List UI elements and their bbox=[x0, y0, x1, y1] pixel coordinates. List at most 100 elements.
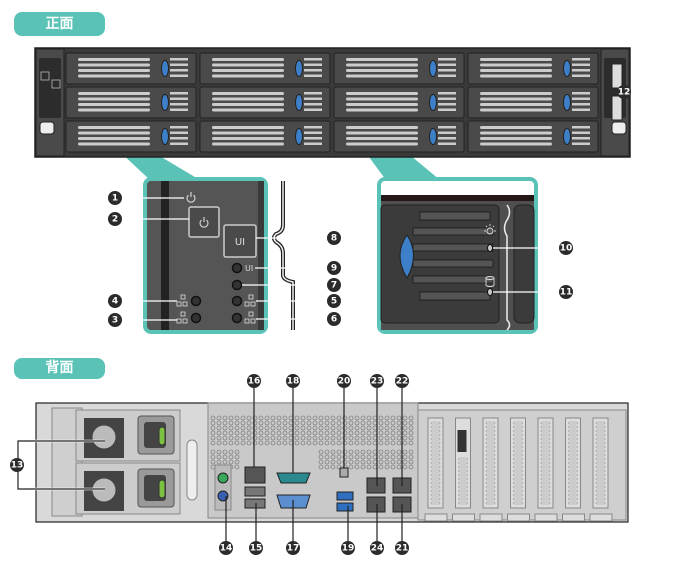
callout-number: 3 bbox=[112, 316, 118, 326]
drive-bay[interactable] bbox=[65, 52, 197, 85]
pcie-slot bbox=[534, 417, 558, 522]
drive-bay[interactable] bbox=[467, 86, 599, 119]
callout-number: 10 bbox=[560, 244, 573, 254]
callout-3: 3 bbox=[108, 313, 122, 327]
drive-latch[interactable] bbox=[563, 60, 571, 77]
power-supply[interactable] bbox=[75, 462, 181, 515]
drive-bay[interactable] bbox=[199, 120, 331, 153]
usb-port-front[interactable] bbox=[611, 63, 623, 89]
front-chassis bbox=[34, 47, 631, 158]
callout-lines bbox=[16, 91, 624, 541]
callout-15: 15 bbox=[249, 541, 263, 555]
lan-port-3[interactable] bbox=[366, 477, 386, 494]
usb3-port[interactable] bbox=[336, 491, 354, 501]
drive-latch[interactable] bbox=[161, 128, 169, 145]
management-lan-port[interactable] bbox=[244, 466, 266, 484]
vent-holes bbox=[210, 415, 414, 470]
drive-latch[interactable] bbox=[399, 234, 414, 279]
callout-number: 11 bbox=[560, 288, 573, 298]
drive-latch[interactable] bbox=[161, 94, 169, 111]
callout-21: 21 bbox=[395, 541, 409, 555]
usb3-port[interactable] bbox=[336, 502, 354, 512]
drive-bay-zoom bbox=[377, 177, 538, 334]
psu-latch[interactable] bbox=[158, 426, 166, 446]
drive-activity-icon bbox=[485, 276, 495, 287]
ui-button[interactable] bbox=[223, 224, 257, 258]
callout-number: 7 bbox=[331, 281, 337, 291]
drive-bay[interactable] bbox=[333, 52, 465, 85]
callout-4: 4 bbox=[108, 294, 122, 308]
drive-bay[interactable] bbox=[467, 52, 599, 85]
callout-7: 7 bbox=[327, 278, 341, 292]
pcie-slot bbox=[479, 417, 503, 522]
drive-bay[interactable] bbox=[467, 120, 599, 153]
callout-11: 11 bbox=[559, 285, 573, 299]
network-led-4 bbox=[231, 312, 243, 324]
callout-number: 8 bbox=[331, 234, 337, 244]
drive-latch[interactable] bbox=[429, 94, 437, 111]
rear-chassis bbox=[35, 402, 629, 523]
callout-12: 12 bbox=[617, 85, 631, 99]
drive-latch[interactable] bbox=[295, 60, 303, 77]
power-led-icon bbox=[186, 192, 196, 203]
callout-number: 18 bbox=[287, 377, 300, 387]
lan-port-4[interactable] bbox=[366, 496, 386, 513]
network-icon bbox=[176, 294, 188, 307]
usb-port-front[interactable] bbox=[611, 95, 623, 121]
fan-icon bbox=[91, 424, 117, 450]
callout-number: 20 bbox=[338, 377, 351, 387]
pcie-slot bbox=[507, 417, 530, 522]
callout-number: 13 bbox=[11, 461, 24, 471]
callout-14: 14 bbox=[219, 541, 233, 555]
callout-23: 23 bbox=[370, 374, 384, 388]
callout-number: 12 bbox=[618, 88, 631, 98]
drive-latch[interactable] bbox=[563, 128, 571, 145]
drive-latch[interactable] bbox=[295, 94, 303, 111]
network-icon bbox=[176, 311, 188, 324]
drive-latch[interactable] bbox=[429, 60, 437, 77]
drive-bay[interactable] bbox=[199, 52, 331, 85]
callout-5: 5 bbox=[327, 294, 341, 308]
drive-bay[interactable] bbox=[65, 86, 197, 119]
callout-number: 19 bbox=[342, 544, 355, 554]
callout-16: 16 bbox=[247, 374, 261, 388]
drive-latch[interactable] bbox=[161, 60, 169, 77]
callout-number: 22 bbox=[396, 377, 409, 387]
callout-1: 1 bbox=[108, 191, 122, 205]
pcie-slot bbox=[562, 417, 585, 522]
callout-number: 6 bbox=[331, 315, 337, 325]
usb-port-rear[interactable] bbox=[244, 486, 266, 497]
front-section-label: 正面 bbox=[14, 12, 105, 36]
drive-latch[interactable] bbox=[429, 128, 437, 145]
drive-bay[interactable] bbox=[333, 120, 465, 153]
drive-latch[interactable] bbox=[295, 128, 303, 145]
callout-24: 24 bbox=[370, 541, 384, 555]
psu-latch[interactable] bbox=[158, 479, 166, 499]
callout-2: 2 bbox=[108, 212, 122, 226]
callout-number: 14 bbox=[220, 544, 233, 554]
front-control-panel-zoom: UI UI bbox=[143, 177, 295, 334]
power-icon bbox=[199, 217, 209, 228]
ps2-mouse-port[interactable] bbox=[217, 472, 229, 484]
serial-port[interactable] bbox=[276, 472, 311, 484]
drive-latch[interactable] bbox=[563, 94, 571, 111]
network-icon bbox=[244, 311, 256, 324]
drive-locate-led bbox=[487, 244, 493, 252]
drive-bay[interactable] bbox=[333, 86, 465, 119]
callout-number: 24 bbox=[371, 544, 384, 554]
callout-number: 1 bbox=[112, 194, 118, 204]
callout-17: 17 bbox=[286, 541, 300, 555]
callout-number: 23 bbox=[371, 377, 384, 387]
usb-port-rear[interactable] bbox=[244, 498, 266, 509]
drive-bay[interactable] bbox=[65, 120, 197, 153]
network-led-2 bbox=[231, 295, 243, 307]
power-supply[interactable] bbox=[75, 409, 181, 462]
rear-section-label: 背面 bbox=[14, 358, 105, 379]
callout-number: 9 bbox=[331, 264, 337, 274]
callout-10: 10 bbox=[559, 241, 573, 255]
drive-bay[interactable] bbox=[199, 86, 331, 119]
uid-button[interactable] bbox=[339, 467, 349, 478]
pcie-slot bbox=[424, 417, 448, 522]
